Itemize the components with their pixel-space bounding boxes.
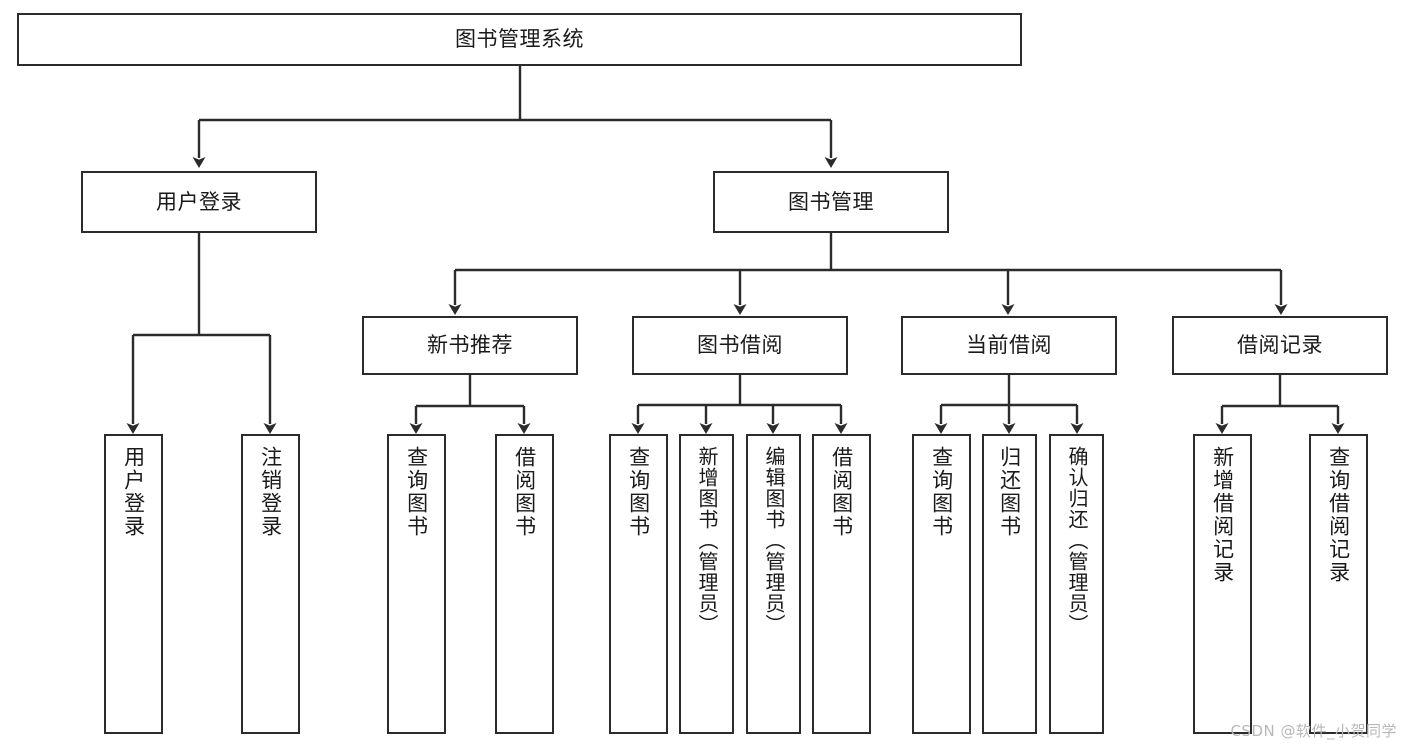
node-root[interactable]: 图书管理系统 [17,13,1022,66]
node-book-management[interactable]: 图书管理 [713,171,949,233]
leaf-cb-return-book-label: 归还图书 [997,446,1022,538]
leaf-bw-edit-book-admin[interactable]: 编辑图书（管理员） [746,434,801,734]
node-book-borrow[interactable]: 图书借阅 [632,316,848,375]
leaf-bw-query-book-label: 查询图书 [626,446,651,538]
leaf-cb-confirm-return-admin[interactable]: 确认归还（管理员） [1049,434,1104,734]
leaf-rc-add-record-label: 新增借阅记录 [1210,446,1235,584]
leaf-bw-borrow-book[interactable]: 借阅图书 [812,434,871,734]
leaf-user-login[interactable]: 用户登录 [104,434,163,734]
node-user-login-label: 用户登录 [156,189,242,214]
leaf-cb-query-book[interactable]: 查询图书 [912,434,971,734]
leaf-rc-query-record-label: 查询借阅记录 [1326,446,1351,584]
node-borrow-record-label: 借阅记录 [1237,333,1323,358]
leaf-logout-label: 注销登录 [258,446,283,538]
leaf-bw-query-book[interactable]: 查询图书 [609,434,668,734]
watermark-text: CSDN @软件_小贺同学 [1230,722,1397,740]
node-book-borrow-label: 图书借阅 [697,333,783,358]
leaf-cb-return-book[interactable]: 归还图书 [982,434,1037,734]
node-user-login[interactable]: 用户登录 [81,171,317,233]
leaf-user-login-label: 用户登录 [121,446,146,538]
leaf-nb-query-book[interactable]: 查询图书 [387,434,446,734]
leaf-nb-borrow-book-label: 借阅图书 [512,446,537,538]
leaf-bw-add-book-admin[interactable]: 新增图书（管理员） [679,434,734,734]
leaf-bw-add-book-admin-label: 新增图书（管理员） [695,446,719,635]
node-root-label: 图书管理系统 [455,27,584,52]
leaf-cb-confirm-return-admin-label: 确认归还（管理员） [1065,446,1089,635]
leaf-nb-borrow-book[interactable]: 借阅图书 [495,434,554,734]
leaf-bw-borrow-book-label: 借阅图书 [829,446,854,538]
leaf-bw-edit-book-admin-label: 编辑图书（管理员） [762,446,786,635]
node-new-book-recommend-label: 新书推荐 [427,333,513,358]
node-borrow-record[interactable]: 借阅记录 [1172,316,1388,375]
node-current-borrow-label: 当前借阅 [966,333,1052,358]
node-current-borrow[interactable]: 当前借阅 [901,316,1117,375]
leaf-rc-query-record[interactable]: 查询借阅记录 [1309,434,1368,734]
node-book-management-label: 图书管理 [788,189,874,214]
leaf-nb-query-book-label: 查询图书 [404,446,429,538]
node-new-book-recommend[interactable]: 新书推荐 [362,316,578,375]
leaf-cb-query-book-label: 查询图书 [929,446,954,538]
leaf-logout[interactable]: 注销登录 [241,434,300,734]
leaf-rc-add-record[interactable]: 新增借阅记录 [1193,434,1252,734]
